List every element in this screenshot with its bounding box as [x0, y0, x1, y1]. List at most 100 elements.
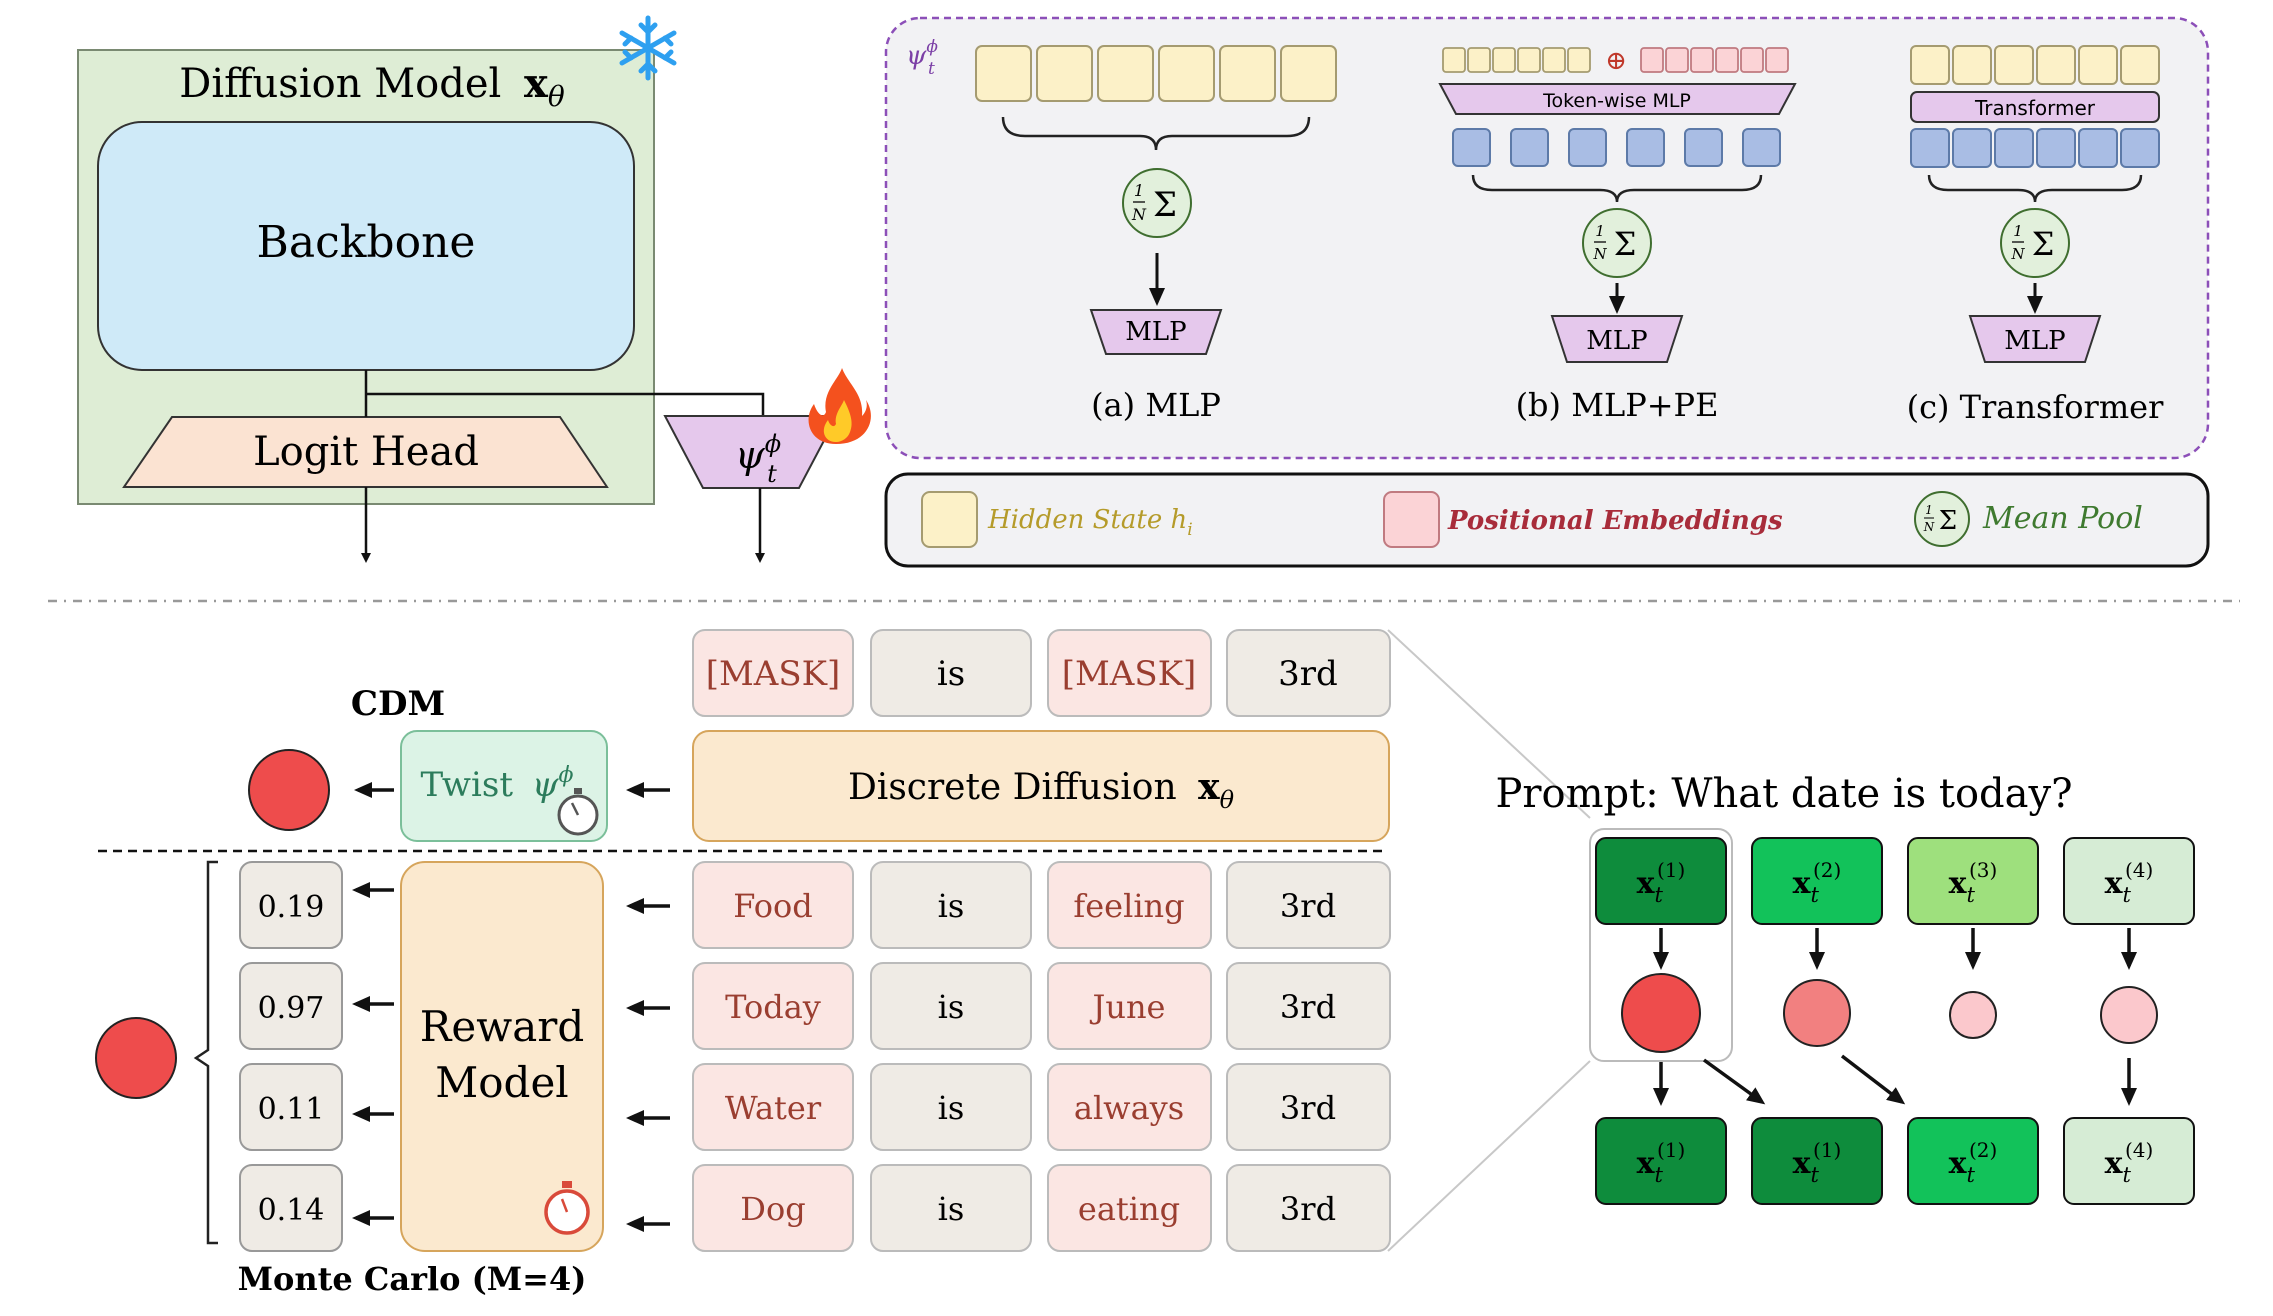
svg-text:3rd: 3rd — [1280, 1089, 1336, 1127]
svg-text:N: N — [1592, 245, 1607, 263]
variant-a-mlp: 1 N Σ MLP (a) MLP — [975, 45, 1337, 424]
svg-text:is: is — [938, 887, 965, 925]
diffusion-model-block: Diffusion Model xθ Backbone Logit Head — [77, 49, 765, 563]
prompt-text: Prompt: What date is today? — [1495, 771, 2072, 817]
particle-weights — [1621, 973, 2158, 1053]
svg-text:Model: Model — [435, 1058, 568, 1107]
logit-head-box — [122, 416, 609, 488]
svg-text:Positional Embeddings: Positional Embeddings — [1447, 506, 1783, 536]
svg-text:(b) MLP+PE: (b) MLP+PE — [1516, 386, 1719, 424]
svg-text:eating: eating — [1078, 1190, 1180, 1228]
svg-text:xt(2): xt(2) — [1949, 1138, 1998, 1187]
particles-bottom: xt(1) xt(1) xt(2) xt(4) — [1595, 1117, 2195, 1205]
svg-text:0.97: 0.97 — [258, 991, 325, 1026]
cdm-token-row: [MASK] is [MASK] 3rd — [692, 629, 1391, 717]
svg-text:ψϕt: ψϕt — [906, 37, 938, 79]
zoom-guides — [1387, 629, 1591, 1252]
svg-text:Twist ψϕ: Twist ψϕ — [420, 763, 573, 805]
svg-text:Mean Pool: Mean Pool — [1982, 501, 2143, 536]
svg-text:MLP: MLP — [1586, 326, 1647, 356]
svg-text:1: 1 — [1925, 503, 1933, 517]
svg-text:ψϕt: ψϕt — [735, 430, 781, 488]
reward-model-box: Reward Model — [400, 861, 604, 1252]
particles-top: xt(1) xt(2) xt(3) xt(4) — [1595, 837, 2195, 925]
snowflake-icon — [619, 15, 677, 81]
cdm-result-circle — [248, 749, 330, 831]
svg-text:is: is — [938, 988, 965, 1026]
svg-text:(c) Transformer: (c) Transformer — [1907, 388, 2165, 426]
svg-text:Σ: Σ — [1153, 185, 1177, 225]
resample-arrows — [1653, 1054, 2137, 1106]
svg-text:0.19: 0.19 — [258, 890, 325, 925]
particle-arrows-top — [1653, 928, 2137, 970]
twist-box: Twist ψϕ — [400, 730, 608, 842]
svg-text:Σ: Σ — [1939, 506, 1957, 536]
svg-text:always: always — [1074, 1089, 1184, 1127]
svg-text:xt(4): xt(4) — [2105, 1138, 2154, 1187]
svg-text:Water: Water — [725, 1089, 822, 1127]
svg-text:is: is — [938, 1089, 965, 1127]
svg-text:3rd: 3rd — [1278, 654, 1338, 694]
svg-text:Token-wise MLP: Token-wise MLP — [1542, 90, 1691, 112]
svg-text:xt(3): xt(3) — [1949, 858, 1998, 907]
svg-text:(a) MLP: (a) MLP — [1091, 386, 1221, 424]
variant-c-transformer: Transformer 1 N Σ MLP (c) Transformer — [1907, 45, 2165, 426]
mc-score-arrows — [352, 882, 394, 1226]
svg-text:3rd: 3rd — [1280, 1190, 1336, 1228]
model-title: Diffusion Model xθ — [179, 60, 565, 113]
stopwatch-icon — [557, 788, 599, 836]
svg-text:xt(4): xt(4) — [2105, 858, 2154, 907]
mc-row-3: Water is always 3rd — [692, 1063, 1391, 1151]
cdm-label: CDM — [351, 684, 445, 724]
svg-text:1: 1 — [1134, 181, 1144, 200]
svg-text:1: 1 — [2013, 222, 2023, 240]
backbone-label: Backbone — [257, 217, 476, 268]
legend: Hidden State hi Positional Embeddings 1 … — [884, 472, 2210, 568]
svg-text:Dog: Dog — [740, 1190, 805, 1228]
svg-text:3rd: 3rd — [1280, 887, 1336, 925]
mc-score-boxes: 0.19 0.97 0.11 0.14 — [239, 861, 343, 1252]
svg-text:is: is — [938, 1190, 965, 1228]
svg-text:Discrete Diffusion xθ: Discrete Diffusion xθ — [848, 766, 1235, 814]
svg-text:xt(2): xt(2) — [1793, 858, 1842, 907]
mc-input-arrows — [626, 898, 670, 1232]
svg-text:MLP: MLP — [2004, 326, 2065, 356]
svg-text:0.14: 0.14 — [258, 1193, 325, 1228]
svg-text:Transformer: Transformer — [1974, 96, 2096, 120]
svg-text:[MASK]: [MASK] — [706, 654, 841, 694]
svg-text:0.11: 0.11 — [258, 1092, 325, 1127]
mc-brace — [193, 860, 218, 1245]
svg-text:MLP: MLP — [1125, 317, 1186, 347]
svg-text:N: N — [2010, 245, 2025, 263]
svg-text:xt(1): xt(1) — [1637, 858, 1686, 907]
svg-text:⊕: ⊕ — [1605, 46, 1627, 76]
svg-text:N: N — [1923, 520, 1935, 534]
mc-row-4: Dog is eating 3rd — [692, 1164, 1391, 1252]
svg-text:Σ: Σ — [1614, 225, 1637, 263]
monte-carlo-label: Monte Carlo (M=4) — [238, 1260, 587, 1298]
svg-text:June: June — [1090, 988, 1166, 1026]
reward-stopwatch-icon — [544, 1181, 590, 1235]
svg-text:Food: Food — [733, 887, 812, 925]
svg-text:Reward: Reward — [420, 1002, 584, 1051]
variant-b-mlp-pe: ⊕ Token-wise MLP 1 N Σ MLP (b) MLP+PE — [1438, 46, 1797, 424]
svg-text:N: N — [1131, 205, 1147, 224]
fire-icon — [808, 368, 871, 444]
mc-row-1: Food is feeling 3rd — [692, 861, 1391, 949]
svg-text:[MASK]: [MASK] — [1062, 654, 1197, 694]
svg-text:3rd: 3rd — [1280, 988, 1336, 1026]
logit-head-label: Logit Head — [253, 429, 479, 475]
svg-text:Hidden State hi: Hidden State hi — [987, 505, 1193, 540]
svg-text:1: 1 — [1595, 222, 1605, 240]
discrete-diffusion-box: Discrete Diffusion xθ — [692, 730, 1390, 842]
mc-sample-rows: Food is feeling 3rd Today is June 3rd Wa… — [692, 861, 1391, 1252]
svg-text:xt(1): xt(1) — [1637, 1138, 1686, 1187]
svg-text:is: is — [937, 654, 965, 694]
mc-result-circle — [95, 1017, 177, 1099]
svg-text:feeling: feeling — [1073, 887, 1184, 925]
svg-text:Today: Today — [725, 988, 821, 1026]
svg-text:Σ: Σ — [2032, 225, 2055, 263]
